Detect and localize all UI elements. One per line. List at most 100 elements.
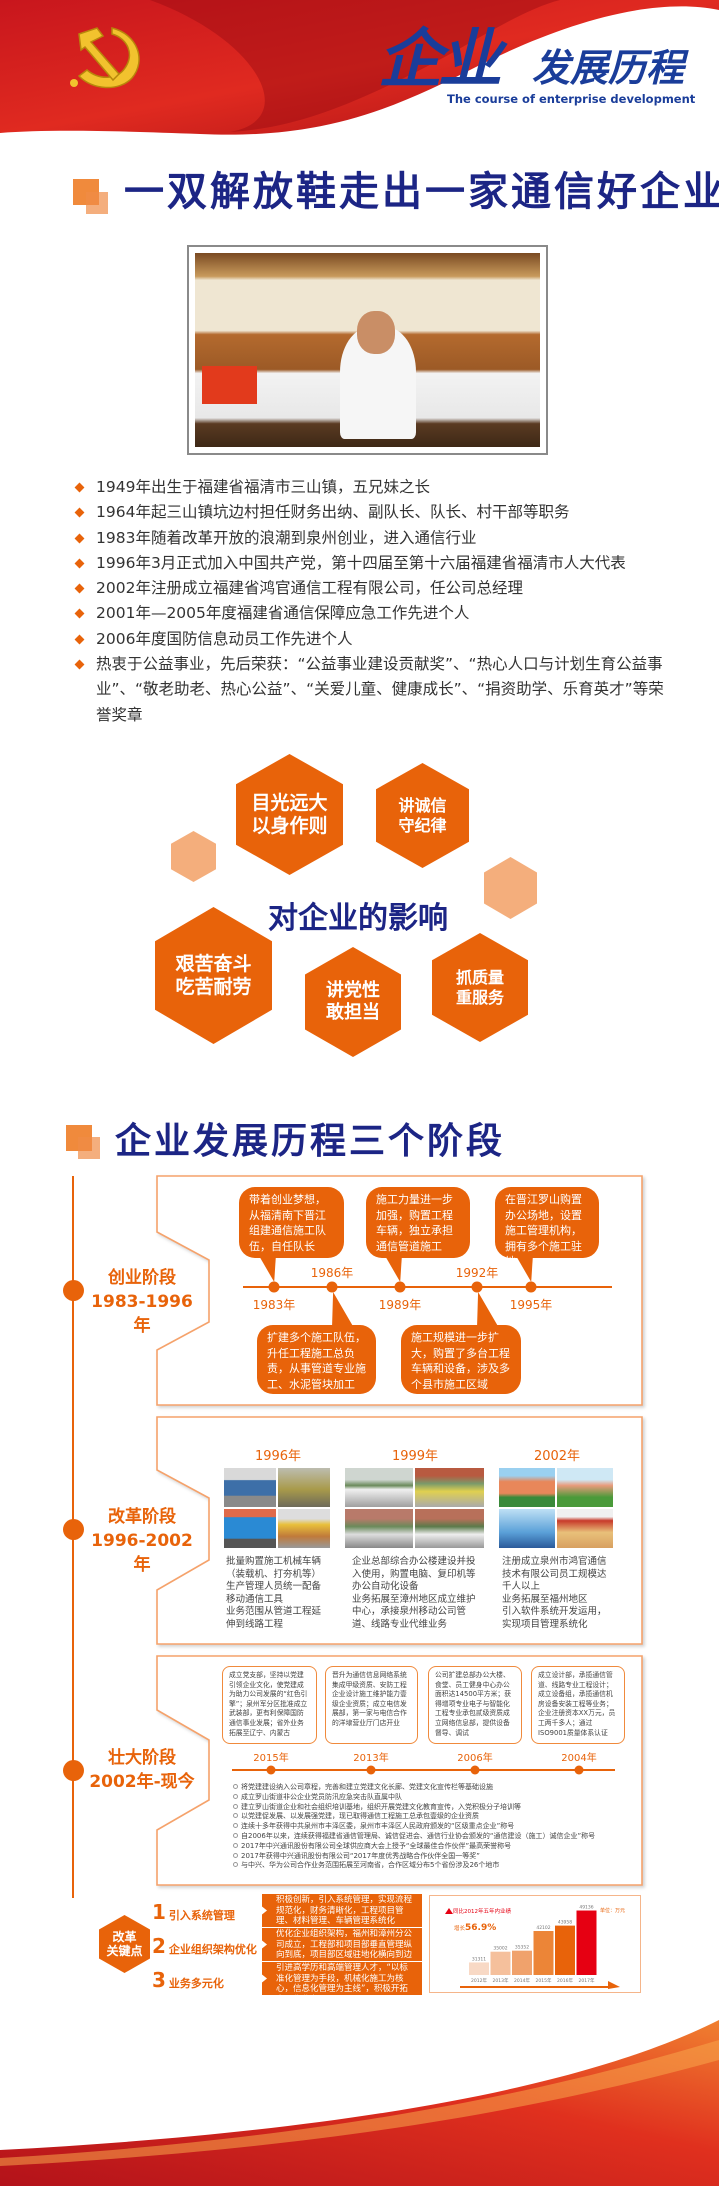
bio-item: 2006年度国防信息动员工作先进个人 bbox=[78, 627, 668, 652]
photo-trucks bbox=[223, 1508, 277, 1549]
event-bubble: 扩建多个施工队伍，升任工程施工总负责，从事管道专业施工、水泥管块加工 bbox=[257, 1325, 376, 1394]
timeline-dot bbox=[326, 1281, 338, 1293]
event-year: 1989年 bbox=[378, 1298, 422, 1312]
achievement-item: 连续十多年获得中共泉州市丰泽区委，泉州市丰泽区人民政府颁发的“区级重点企业”称号 bbox=[233, 1822, 595, 1832]
milestone-card: 成立党支部，坚持以党建引领企业文化，使党建成为助力公司发展的“红色引擎”；泉州军… bbox=[222, 1666, 317, 1744]
section-title: 一双解放鞋走出一家通信好企业 bbox=[124, 169, 719, 215]
x-tick-label: 2013年 bbox=[493, 1977, 509, 1984]
stage-marker bbox=[63, 1280, 84, 1301]
chart-unit: 单位：万元 bbox=[600, 1908, 626, 1914]
x-tick-label: 2017年 bbox=[579, 1977, 595, 1984]
stage-name: 创业阶段 bbox=[108, 1268, 176, 1288]
stage-marker bbox=[63, 1760, 84, 1781]
timeline-dot bbox=[470, 1765, 480, 1775]
bio-item: 1983年随着改革开放的浪潮到泉州创业，进入通信行业 bbox=[78, 526, 668, 551]
photo-vehicles bbox=[414, 1508, 485, 1549]
photo-trucks bbox=[223, 1467, 277, 1508]
achievement-list: 将党建建设纳入公司章程，完善和建立党建文化长廊、党建文化宣传栏等基础设施 成立罗… bbox=[233, 1783, 595, 1871]
arrow-head-icon bbox=[608, 1981, 620, 1989]
influence-hex: 目光远大 以身作则 bbox=[236, 754, 343, 875]
x-tick-label: 2012年 bbox=[471, 1977, 487, 1984]
bio-item: 2001年—2005年度福建省通信保障应急工作先进个人 bbox=[78, 601, 668, 626]
timeline-dot bbox=[574, 1765, 584, 1775]
bio-item: 2002年注册成立福建省鸿官通信工程有限公司，任公司总经理 bbox=[78, 576, 668, 601]
bar-value-label: 42102 bbox=[536, 1925, 550, 1931]
timeline-dot bbox=[394, 1281, 406, 1293]
photo-certificates bbox=[556, 1508, 614, 1549]
title-decoration-icon bbox=[78, 1137, 100, 1159]
photo-vehicles bbox=[344, 1508, 414, 1549]
event-year: 1986年 bbox=[310, 1266, 354, 1280]
influence-hex: 抓质量 重服务 bbox=[432, 933, 528, 1042]
photo-yard bbox=[414, 1467, 485, 1508]
chart-bar bbox=[576, 1910, 597, 1975]
title-decoration-icon bbox=[86, 192, 108, 214]
x-tick-label: 2015年 bbox=[536, 1977, 552, 1984]
column-text: 注册成立泉州市鸿官通信技术有限公司员工规模达千人以上 业务拓展至福州地区 引入软… bbox=[502, 1556, 607, 1630]
founder-photo bbox=[187, 245, 548, 455]
milestone-card: 成立设计部，承揽通信管道、线路专业工程设计；成立设备组，承揽通信机房设备安装工程… bbox=[531, 1666, 625, 1744]
x-tick-label: 2014年 bbox=[514, 1977, 530, 1984]
section-title: 企业发展历程三个阶段 bbox=[115, 1121, 506, 1162]
stage1-timeline bbox=[243, 1286, 612, 1288]
column-year: 2002年 bbox=[533, 1449, 581, 1464]
footer-banner bbox=[0, 2020, 719, 2186]
bio-item: 1964年起三山镇坑边村担任财务出纳、副队长、队长、村干部等职务 bbox=[78, 500, 668, 525]
stage-marker bbox=[63, 1519, 84, 1540]
chart-bar bbox=[533, 1931, 554, 1975]
column-year: 1999年 bbox=[391, 1449, 439, 1464]
milestone-year: 2015年 bbox=[253, 1753, 289, 1764]
event-year: 1995年 bbox=[509, 1298, 553, 1312]
event-bubble: 带着创业梦想，从福清南下晋江组建通信施工队伍，自任队长 bbox=[239, 1187, 344, 1258]
chart-bar bbox=[469, 1962, 489, 1975]
bar-value-label: 31311 bbox=[472, 1956, 486, 1962]
milestone-year: 2013年 bbox=[353, 1753, 389, 1764]
stage-years: 1996-2002年 bbox=[91, 1531, 193, 1575]
timeline-dot bbox=[266, 1765, 276, 1775]
milestone-year: 2006年 bbox=[457, 1753, 493, 1764]
influence-hex: 讲诚信 守纪律 bbox=[376, 763, 469, 868]
milestone-year: 2004年 bbox=[561, 1753, 597, 1764]
column-year: 1996年 bbox=[254, 1449, 302, 1464]
photo-excavators bbox=[277, 1508, 331, 1549]
stage3-timeline bbox=[232, 1769, 615, 1771]
timeline-dot bbox=[366, 1765, 376, 1775]
chart-bar bbox=[512, 1950, 532, 1975]
stage-name: 改革阶段 bbox=[108, 1507, 176, 1527]
milestone-card: 晋升为通信信息网络系统集成甲级资质、安防工程企业设计施工维护能力壹级企业资质；成… bbox=[325, 1666, 418, 1744]
chart-baseline-arrow bbox=[460, 1986, 610, 1988]
achievement-item: 以党建促发展、以发展强党建，现已取得通信工程施工总承包壹级的企业资质 bbox=[233, 1812, 595, 1822]
event-year: 1992年 bbox=[455, 1266, 499, 1280]
bar-value-label: 35002 bbox=[493, 1946, 507, 1952]
achievement-item: 成立罗山街道非公企业党员防汛应急突击队直属中队 bbox=[233, 1793, 595, 1803]
column-text: 批量购置施工机械车辆（装载机、打夯机等）生产管理人员统一配备移动通信工具 业务范… bbox=[226, 1556, 322, 1630]
achievement-item: 2017年中兴通讯股份有限公司全球供应商大会上授予“全球最佳合作伙伴”最高荣誉称… bbox=[233, 1842, 595, 1852]
logo-title: 发展历程 bbox=[532, 46, 685, 90]
bar-value-label: 35352 bbox=[515, 1945, 529, 1951]
timeline-dot bbox=[471, 1281, 483, 1293]
achievement-item: 建立罗山街道企业和社会组织培训基地，组织开展党建文化教育宣传，入党积极分子培训等 bbox=[233, 1803, 595, 1813]
event-year: 1983年 bbox=[252, 1298, 296, 1312]
photo-vehicles bbox=[344, 1467, 414, 1508]
stage-name: 壮大阶段 bbox=[108, 1748, 176, 1768]
achievement-item: 2017年获得中兴通讯股份有限公司“2017年度优秀战略合作伙伴全国一等奖” bbox=[233, 1852, 595, 1862]
party-emblem-icon bbox=[70, 27, 140, 89]
photo-loaders bbox=[277, 1467, 331, 1508]
founder-bio-list: 1949年出生于福建省福清市三山镇，五兄妹之长 1964年起三山镇坑边村担任财务… bbox=[78, 475, 668, 728]
event-bubble: 在晋江罗山购置办公场地，设置施工管理机构，拥有多个施工驻地 bbox=[495, 1187, 599, 1268]
milestone-card: 公司扩建总部办公大楼、食堂、员工健身中心办公面积达14500平方米；获得增项专业… bbox=[428, 1666, 522, 1744]
bio-item: 热衷于公益事业，先后荣获：“公益事业建设贡献奖”、“热心人口与计划生育公益事业”… bbox=[78, 652, 668, 728]
chart-title: 同比2012年五年内业绩 bbox=[453, 1909, 511, 1915]
stage-years: 1983-1996年 bbox=[91, 1292, 193, 1336]
bio-item: 1996年3月正式加入中国共产党，第十四届至第十六届福建省福清市人大代表 bbox=[78, 551, 668, 576]
header-banner bbox=[0, 0, 719, 135]
keypoint-text: 引进高学历和高端管理人才，“以标准化管理为手段，机械化施工为核心，信息化管理为主… bbox=[262, 1962, 422, 1995]
logo-subtitle: The course of enterprise development bbox=[447, 92, 696, 106]
stage-years: 2002年-现今 bbox=[89, 1772, 195, 1792]
event-bubble: 施工规模进一步扩大，购置了多台工程车辆和设备，涉及多个县市施工区域 bbox=[401, 1325, 521, 1394]
photo-building bbox=[556, 1467, 614, 1508]
